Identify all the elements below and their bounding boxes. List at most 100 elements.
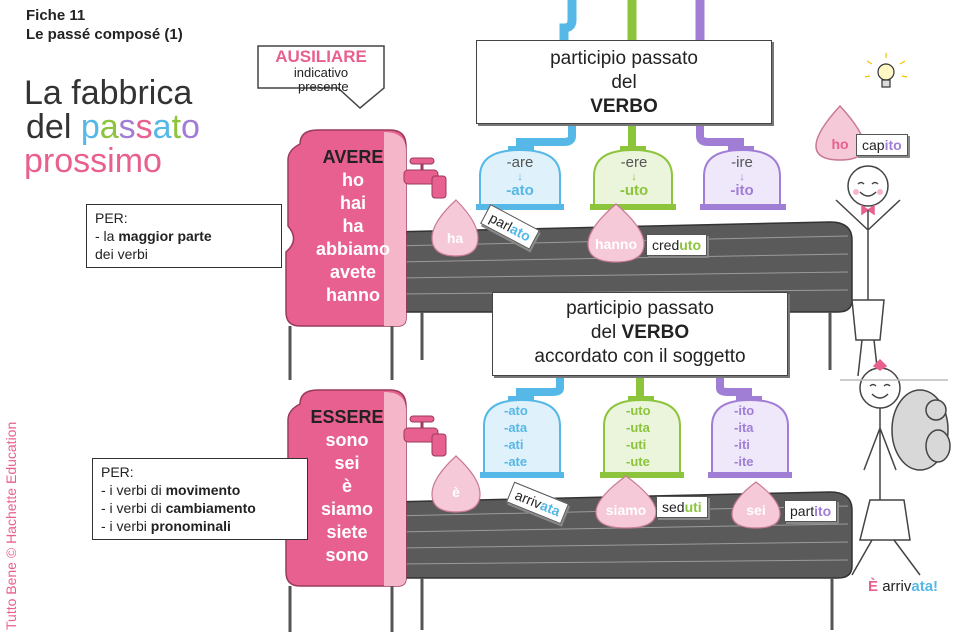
avere-form: hanno [326, 285, 380, 305]
per-text: - i verbi di [101, 482, 166, 498]
bell-from: -ire [731, 154, 753, 171]
stamp-stem: part [790, 503, 815, 519]
bell-ending: -ati [504, 437, 524, 452]
character-bottom [840, 358, 951, 576]
bell-ending: -ite [734, 454, 754, 469]
faucet-icon [403, 415, 447, 457]
per-label: PER: [95, 210, 128, 226]
stamp-stem: cred [652, 237, 680, 253]
stamp-stem: sed [662, 499, 685, 515]
caption-e: È [868, 578, 879, 595]
bell-ending: -iti [734, 437, 750, 452]
stamp-seduti: seduti [656, 496, 708, 518]
per-avere-line1: - la maggior parte [95, 227, 273, 245]
essere-form: sei [334, 453, 360, 473]
bell-ending: -ute [626, 454, 650, 469]
drop-e-label: è [452, 484, 460, 500]
avere-form: abbiamo [315, 239, 390, 259]
passato-letter: s [135, 108, 153, 146]
pipe-purple-bell2 [716, 376, 752, 398]
stamp-creduto: creduto [646, 234, 707, 256]
arrivata-caption: È arrivata! [868, 578, 938, 595]
drop-ha-label: ha [446, 230, 464, 246]
avere-form: ha [342, 216, 364, 236]
title-del: del [26, 108, 72, 146]
fiche-number: Fiche 11 [26, 7, 86, 24]
pipe-blue-bell [516, 124, 576, 148]
per-text: - la [95, 228, 119, 244]
faucet-icon [403, 157, 447, 199]
stamp-ending: uto [679, 237, 701, 253]
per-bold: maggior parte [118, 228, 212, 244]
bell-arrow: ↓ [517, 171, 523, 183]
stamp-stem: cap [862, 137, 885, 153]
character-sign-capito: capito [856, 134, 908, 156]
caption-ending: ata! [911, 578, 939, 595]
avere-form: ho [342, 170, 364, 190]
bell-ere-text: -ere ↓ -uto [598, 154, 670, 200]
participio-bold: VERBO [621, 322, 690, 343]
participio-line3: VERBO [590, 96, 658, 117]
essere-form: siete [326, 522, 368, 542]
essere-form: è [341, 476, 352, 496]
bell-ato-text: -ato -ata -ati -ate [504, 402, 554, 470]
per-text: - i verbi [101, 518, 151, 534]
per-label: PER: [101, 464, 134, 480]
fiche-subtitle: Le passé composé (1) [26, 26, 183, 43]
stamp-partito: partito [784, 500, 838, 522]
lightbulb-icon [864, 53, 908, 88]
bell-uto-text: -uto -uta -uti -ute [626, 402, 676, 470]
drop-e [431, 455, 481, 513]
character-top [815, 104, 901, 377]
bell-from: -are [506, 154, 534, 171]
bell-from: -ere [620, 154, 648, 171]
title-line2: del passato [26, 110, 200, 144]
participio-bottom-box: participio passato del VERBO accordato c… [492, 292, 788, 376]
bell-ire-text: -ire ↓ -ito [706, 154, 778, 200]
passato-letter: o [181, 108, 200, 146]
pipe-blue-top [559, 0, 577, 40]
ausiliare-sign-shape [257, 45, 385, 109]
ausiliare-sign: AUSILIARE indicativo presente [260, 48, 382, 94]
participio-top-box: participio passato del VERBO [476, 40, 772, 124]
stamp-ending: uti [684, 499, 702, 515]
bell-ending: -uta [626, 420, 650, 435]
bell-arrow: ↓ [631, 171, 637, 183]
participio-line2: del [611, 72, 637, 93]
per-essere-box: PER: - i verbi di movimento - i verbi di… [92, 458, 308, 540]
essere-form: siamo [320, 499, 374, 519]
stamp-ending: ito [884, 137, 902, 153]
avere-heading: AVERE [322, 147, 384, 167]
per-essere-item: - i verbi di cambiamento [101, 499, 299, 517]
per-text: - i verbi di [101, 500, 166, 516]
bell-to: -ato [506, 182, 534, 199]
character-drop-ho: ho [831, 136, 849, 152]
per-essere-item: - i verbi di movimento [101, 481, 299, 499]
drop-hanno [587, 203, 645, 263]
drop-sei-label: sei [746, 502, 766, 518]
bell-are [476, 146, 564, 210]
essere-conjugation: ESSERE sono sei è siamo siete sono [292, 406, 402, 567]
per-bold: movimento [165, 482, 241, 498]
drop-siamo-label: siamo [605, 502, 647, 518]
bell-ending: -ato [504, 403, 528, 418]
bell-ire [700, 146, 786, 210]
fiche-header: Fiche 11 Le passé composé (1) [26, 6, 183, 44]
bell-to: -uto [619, 182, 649, 199]
pipe-purple-bell [696, 124, 744, 148]
passato-letter: p [80, 108, 100, 146]
avere-form: avete [329, 262, 377, 282]
ausiliare-line1: indicativo [293, 65, 349, 80]
bell-arrow: ↓ [739, 171, 745, 183]
stamp-ending: ata [537, 496, 563, 520]
participio-text: del [590, 322, 622, 343]
bell-ending: -ate [504, 454, 528, 469]
bell-ato-agree [480, 396, 564, 478]
per-bold: cambiamento [165, 500, 256, 516]
bell-ito-text: -ito -ita -iti -ite [734, 402, 784, 470]
bell-ending: -ito [734, 403, 755, 418]
per-bold: pronominali [150, 518, 231, 534]
bell-to: -ito [730, 182, 754, 199]
page-title: La fabbrica del passato prossimo [24, 76, 200, 178]
